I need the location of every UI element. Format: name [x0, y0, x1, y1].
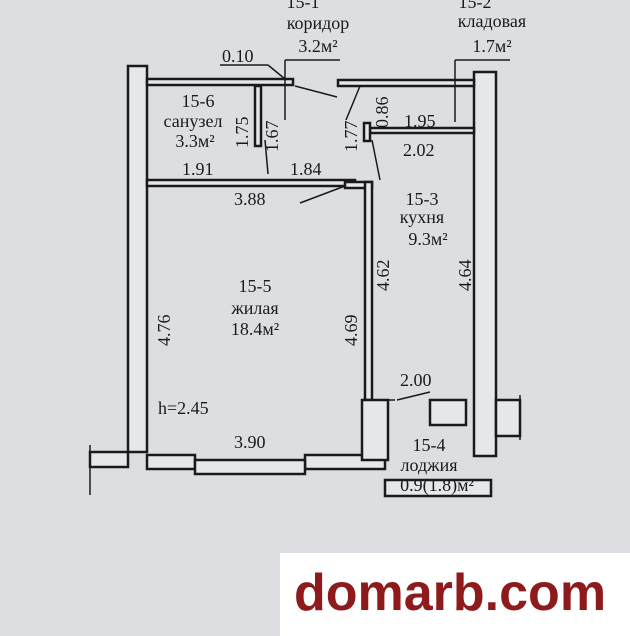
loggia-area: 0.9(1.8)м² [400, 475, 474, 495]
storage-id: 15-2 [458, 0, 492, 12]
loggia-window [428, 398, 468, 427]
watermark: domarb.com [280, 553, 630, 636]
dim-1-75: 1.75 [232, 116, 252, 149]
bathroom-bottom-wall [145, 178, 357, 188]
living-name: жилая [231, 298, 279, 318]
corridor-id: 15-1 [286, 0, 320, 12]
loggia-front [383, 478, 493, 498]
loggia-name: лоджия [400, 455, 458, 475]
dim-2-02: 2.02 [403, 140, 435, 160]
dim-4-69: 4.69 [341, 314, 361, 347]
corridor-top-wall [336, 78, 476, 88]
living-bottom-wall [145, 453, 197, 471]
kitchen-area: 9.3м² [408, 229, 448, 249]
dim-0-10: 0.10 [222, 46, 254, 66]
loggia-wall [360, 398, 390, 462]
dim-1-91: 1.91 [182, 159, 214, 179]
bathroom-name: санузел [163, 111, 223, 131]
loggia-wall-right [494, 398, 522, 438]
dim-3-88: 3.88 [234, 189, 266, 209]
window [193, 458, 307, 476]
storage-name: кладовая [457, 11, 527, 31]
storage-post [362, 121, 372, 143]
dim-4-64: 4.64 [455, 259, 475, 292]
dim-1-95: 1.95 [404, 111, 436, 131]
ceiling-height: h=2.45 [158, 398, 209, 418]
kitchen-left-wall [363, 180, 374, 402]
bathroom-area: 3.3м² [175, 131, 215, 151]
corridor-area: 3.2м² [298, 36, 338, 56]
dim-4-62: 4.62 [373, 259, 393, 292]
kitchen-name: кухня [399, 207, 445, 227]
dim-1-67: 1.67 [262, 120, 282, 153]
dim-3-90: 3.90 [234, 432, 266, 452]
corridor-name: коридор [286, 13, 350, 33]
dim-2-00: 2.00 [400, 370, 432, 390]
left-outer-wall [126, 64, 149, 454]
storage-area: 1.7м² [472, 36, 512, 56]
living-id: 15-5 [238, 276, 272, 296]
loggia-id: 15-4 [412, 435, 446, 455]
watermark-text: domarb.com [294, 564, 607, 622]
dim-1-84: 1.84 [290, 159, 322, 179]
bathroom-id: 15-6 [181, 91, 215, 111]
bathroom-top-wall [145, 77, 295, 87]
dim-4-76: 4.76 [154, 314, 174, 347]
dim-0-86: 0.86 [372, 96, 392, 129]
kitchen-id: 15-3 [405, 189, 439, 209]
bathroom-partition [253, 84, 263, 148]
living-area: 18.4м² [230, 319, 280, 339]
dim-1-77: 1.77 [341, 120, 361, 153]
left-exterior-wall [88, 450, 130, 469]
right-outer-wall [472, 70, 498, 458]
